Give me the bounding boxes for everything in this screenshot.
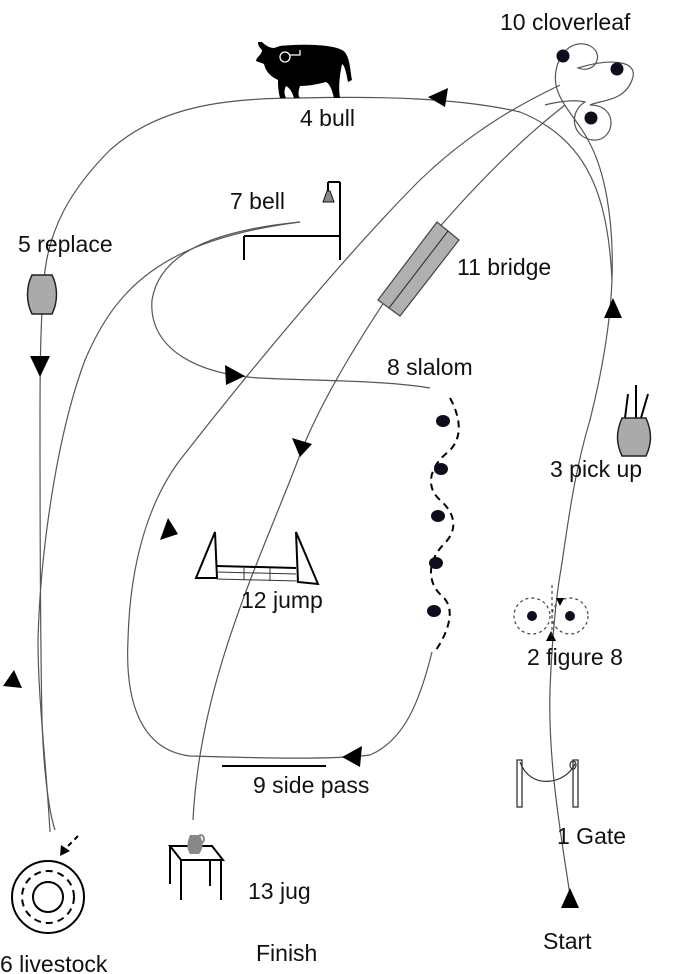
label-cloverleaf: 10 cloverleaf: [500, 9, 631, 35]
bucket-icon: [26, 274, 58, 315]
route-segment-cloverleaf: [544, 43, 634, 141]
bull-icon: [256, 42, 352, 98]
label-jump: 12 jump: [241, 587, 323, 613]
arrow-slalom-right: [225, 365, 245, 385]
label-jug: 13 jug: [248, 878, 311, 904]
route-segment-replace-to-livestock: [39, 419, 56, 831]
arrow-start-up: [561, 888, 579, 908]
arrow-jug-down: [292, 438, 312, 457]
arrow-bull-left: [428, 88, 448, 107]
bell-icon: [243, 181, 341, 260]
bridge-icon: [377, 221, 460, 317]
label-bell: 7 bell: [230, 188, 285, 214]
label-gate: 1 Gate: [557, 823, 626, 849]
route: [37, 43, 634, 896]
jug-table-icon: [167, 834, 226, 900]
route-segment-bridge-to-jug: [192, 104, 566, 821]
bucket-with-sticks-icon: [616, 385, 652, 457]
label-bridge: 11 bridge: [457, 254, 551, 280]
label-sidepass: 9 side pass: [253, 772, 369, 798]
arrow-figure8-up: [546, 631, 556, 641]
arrow-sidepass-left: [342, 746, 362, 767]
figure-eight-cones-icon: [513, 585, 589, 640]
livestock-circle-icon: [11, 835, 85, 934]
slalom-poles-icon: [427, 397, 460, 651]
arrow-livestock-up: [3, 670, 22, 688]
label-figure8: 2 figure 8: [527, 644, 623, 670]
label-slalom: 8 slalom: [387, 354, 473, 380]
jump-icon: [194, 531, 320, 586]
label-replace: 5 replace: [18, 231, 113, 257]
route-segment-start-to-cloverleaf: [549, 139, 613, 896]
labels: 1 Gate 2 figure 8 3 pick up 4 bull 5 rep…: [0, 9, 642, 974]
route-segment-livestock-to-bell: [37, 221, 301, 833]
route-segment-slalom-to-sidepass: [127, 459, 433, 759]
label-start: Start: [543, 928, 592, 954]
route-segment-bell-to-slalom: [151, 221, 431, 389]
route-segment-sidepass-to-bridge: [179, 84, 561, 461]
arrow-pickup-up: [604, 298, 622, 318]
label-pickup: 3 pick up: [550, 456, 642, 482]
label-livestock: 6 livestock: [0, 951, 108, 974]
label-bull: 4 bull: [300, 105, 355, 131]
arrow-replace-down: [30, 356, 50, 377]
cloverleaf-barrels-icon: [556, 49, 624, 125]
arrow-jump-up: [160, 518, 178, 540]
direction-arrows: [3, 88, 622, 908]
label-finish: Finish: [256, 940, 317, 966]
gate-icon: [516, 759, 579, 808]
